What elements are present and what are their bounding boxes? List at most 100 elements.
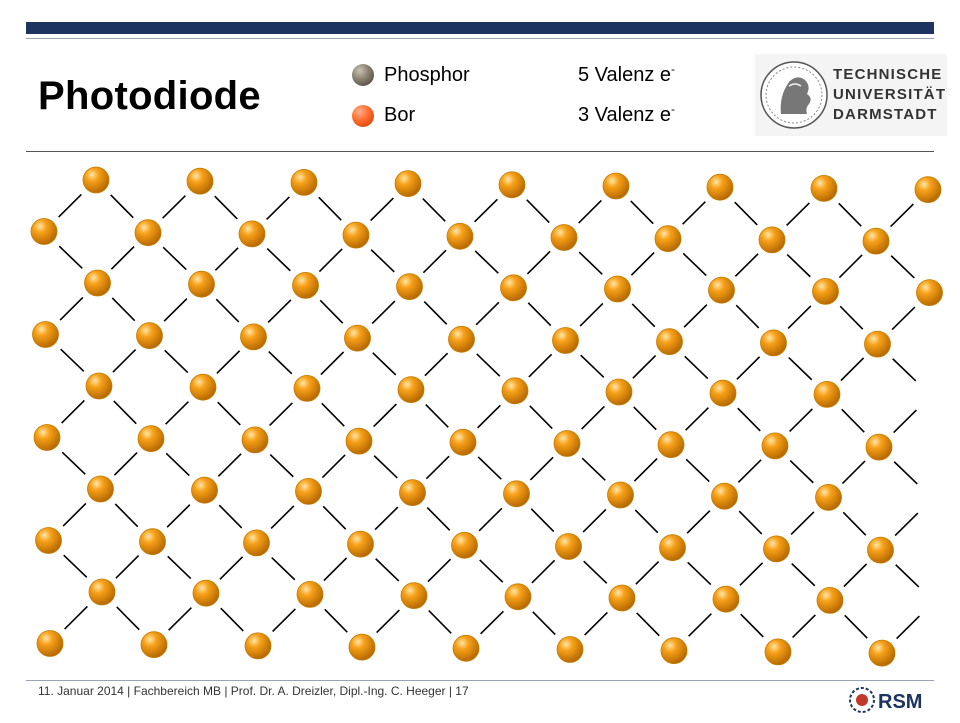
bond-line bbox=[162, 195, 186, 219]
bond-line bbox=[791, 562, 816, 587]
bond-line bbox=[266, 196, 290, 220]
bond-line bbox=[218, 504, 243, 529]
rsm-logo-icon: RSM bbox=[849, 687, 922, 713]
silicon-atom bbox=[186, 167, 214, 195]
bond-line bbox=[376, 609, 400, 634]
silicon-atom bbox=[605, 378, 633, 406]
bond-line bbox=[111, 297, 136, 322]
silicon-atom bbox=[764, 638, 792, 666]
bond-line bbox=[838, 202, 862, 227]
bond-line bbox=[321, 454, 346, 479]
silicon-atom bbox=[712, 585, 740, 613]
silicon-atom bbox=[607, 481, 634, 509]
silicon-atom bbox=[657, 431, 685, 459]
bond-line bbox=[788, 356, 813, 381]
silicon-atom bbox=[399, 479, 426, 507]
bond-line bbox=[428, 609, 452, 634]
bond-line bbox=[424, 352, 449, 377]
bond-line bbox=[531, 559, 556, 584]
bond-line bbox=[579, 302, 604, 327]
bond-line bbox=[787, 305, 812, 329]
bond-line bbox=[893, 461, 918, 485]
silicon-atom bbox=[868, 639, 896, 667]
bond-line bbox=[375, 558, 400, 582]
bond-line bbox=[630, 251, 655, 276]
bond-line bbox=[324, 608, 348, 633]
silicon-atom bbox=[396, 273, 423, 301]
bond-line bbox=[578, 199, 602, 224]
silicon-atom bbox=[816, 587, 844, 614]
bond-line bbox=[479, 559, 504, 583]
bond-line bbox=[60, 348, 85, 372]
silicon-atom bbox=[136, 322, 163, 350]
lattice-atoms bbox=[30, 166, 943, 667]
silicon-atom bbox=[140, 631, 168, 659]
silicon-atom bbox=[295, 477, 322, 505]
silicon-atom bbox=[397, 376, 425, 404]
silicon-atom bbox=[400, 582, 428, 609]
silicon-atom bbox=[659, 534, 686, 562]
bond-line bbox=[737, 459, 762, 483]
bond-line bbox=[529, 456, 554, 481]
bond-line bbox=[682, 252, 707, 277]
bond-line bbox=[688, 613, 712, 637]
footer-text: 11. Januar 2014 | Fachbereich MB | Prof.… bbox=[38, 684, 469, 698]
bond-line bbox=[478, 507, 503, 532]
bond-line bbox=[220, 607, 244, 632]
bond-line bbox=[318, 248, 343, 273]
bond-line bbox=[165, 401, 189, 425]
bond-line bbox=[322, 505, 347, 530]
bond-line bbox=[425, 455, 450, 480]
silicon-atom bbox=[292, 271, 319, 299]
silicon-atom bbox=[82, 166, 110, 194]
silicon-atom bbox=[243, 529, 270, 557]
boron-atom-icon bbox=[352, 105, 374, 127]
silicon-atom bbox=[85, 372, 113, 400]
legend-bor-label: Bor bbox=[384, 104, 416, 126]
silicon-atom bbox=[35, 527, 62, 554]
bond-line bbox=[682, 201, 706, 225]
silicon-atom bbox=[347, 530, 374, 558]
bond-line bbox=[320, 351, 345, 376]
bond-line bbox=[58, 193, 82, 218]
bond-line bbox=[635, 560, 660, 585]
bond-line bbox=[269, 453, 294, 478]
header-bar bbox=[26, 22, 934, 34]
silicon-atom bbox=[134, 219, 162, 247]
bond-line bbox=[427, 558, 452, 583]
bond-line bbox=[272, 608, 296, 632]
bond-line bbox=[786, 202, 810, 226]
bond-line bbox=[527, 302, 552, 327]
bond-line bbox=[842, 511, 867, 536]
legend-phosphor-valence: 5 Valenz e- bbox=[578, 62, 676, 86]
silicon-atom bbox=[862, 227, 890, 255]
bond-line bbox=[422, 249, 447, 274]
bond-line bbox=[735, 304, 760, 329]
silicon-atom bbox=[448, 325, 475, 353]
bond-line bbox=[683, 304, 708, 328]
bond-line bbox=[841, 408, 865, 433]
bond-line bbox=[839, 305, 864, 330]
slide-title: Photodiode bbox=[38, 74, 261, 118]
bond-line bbox=[734, 253, 759, 277]
silicon-atom bbox=[88, 578, 116, 606]
silicon-atom bbox=[709, 379, 737, 407]
bond-line bbox=[269, 402, 293, 426]
phosphor-atom-icon bbox=[352, 64, 374, 86]
bond-line bbox=[474, 250, 499, 274]
bond-line bbox=[168, 607, 192, 631]
bond-line bbox=[582, 508, 607, 533]
bond-line bbox=[792, 614, 816, 638]
bond-line bbox=[110, 194, 134, 219]
bond-line bbox=[112, 348, 137, 373]
bond-line bbox=[633, 406, 657, 431]
crystal-lattice-diagram bbox=[30, 166, 943, 667]
silicon-atom bbox=[192, 579, 220, 607]
silicon-atom bbox=[550, 224, 578, 251]
bond-line bbox=[632, 354, 657, 379]
bond-line bbox=[477, 404, 501, 429]
bond-line bbox=[581, 405, 605, 430]
bond-line bbox=[267, 299, 292, 323]
bond-line bbox=[528, 353, 553, 378]
header-line bbox=[26, 38, 934, 39]
